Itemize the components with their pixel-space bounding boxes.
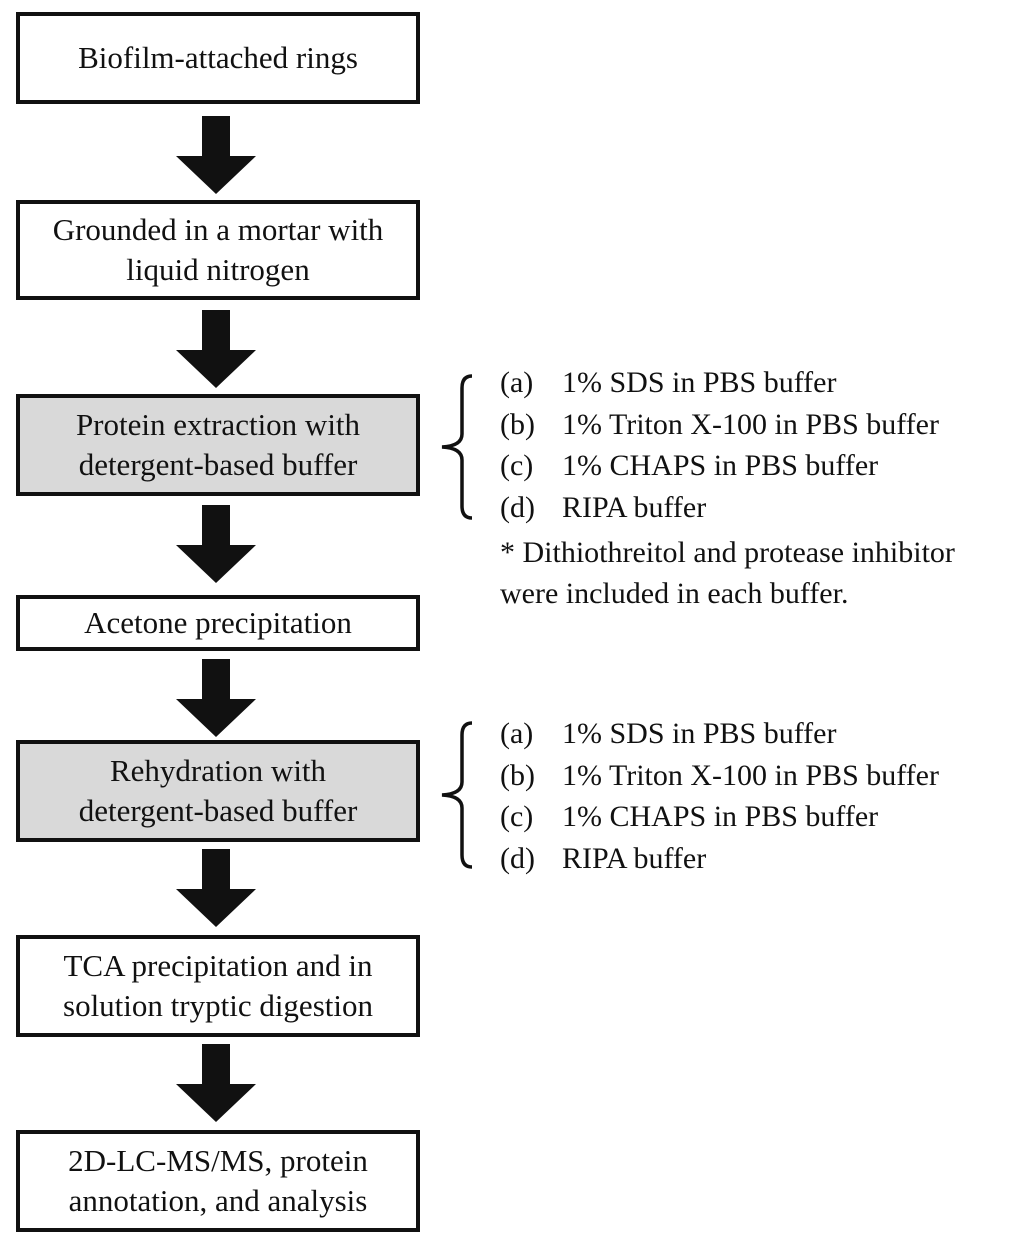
option-key: (b): [500, 407, 535, 441]
option-text: 1% CHAPS in PBS buffer: [562, 449, 879, 482]
step-label-line: Biofilm-attached rings: [78, 40, 358, 75]
footnote-line: * Dithiothreitol and protease inhibitor: [500, 536, 955, 569]
step-label-line: TCA precipitation and in: [63, 948, 373, 983]
option-key: (a): [500, 717, 534, 750]
step-acetone-precipitation: Acetone precipitation: [16, 595, 420, 651]
left-brace-icon: [441, 374, 473, 520]
step-label-line: Rehydration with: [109, 753, 327, 788]
option-text: RIPA buffer: [562, 841, 707, 875]
option-key: (d): [500, 841, 535, 875]
option-text: 1% Triton X-100 in PBS buffer: [562, 407, 939, 441]
option-key: (c): [500, 800, 534, 833]
down-arrow-icon: [176, 659, 256, 737]
left-brace-icon: [441, 721, 473, 869]
list-item: (d) RIPA buffer: [500, 838, 939, 880]
down-arrow-icon: [176, 1044, 256, 1122]
step-label-line: Protein extraction with: [75, 407, 361, 442]
list-item: (b) 1% Triton X-100 in PBS buffer: [500, 755, 939, 797]
step-tca-precipitation: TCA precipitation and in solution trypti…: [16, 935, 420, 1037]
step-label-line: detergent-based buffer: [78, 793, 358, 828]
step-label-line: 2D-LC-MS/MS, protein: [68, 1143, 368, 1178]
option-key: (a): [500, 366, 534, 399]
option-key: (d): [500, 490, 535, 524]
option-text: 1% SDS in PBS buffer: [562, 366, 837, 399]
step-biofilm-attached-rings: Biofilm-attached rings: [16, 12, 420, 104]
down-arrow-icon: [176, 116, 256, 194]
footnote-line: were included in each buffer.: [500, 577, 849, 610]
buffer-footnote: * Dithiothreitol and protease inhibitor …: [500, 532, 955, 614]
down-arrow-icon: [176, 849, 256, 927]
step-label-line: detergent-based buffer: [78, 447, 358, 482]
step-label-line: annotation, and analysis: [68, 1183, 368, 1218]
list-item: (c) 1% CHAPS in PBS buffer: [500, 796, 939, 838]
list-item: (c) 1% CHAPS in PBS buffer: [500, 445, 939, 487]
rehydration-options-list: (a) 1% SDS in PBS buffer (b) 1% Triton X-1…: [500, 713, 939, 879]
list-item: (a) 1% SDS in PBS buffer: [500, 362, 939, 404]
step-grounded-in-mortar: Grounded in a mortar with liquid nitroge…: [16, 200, 420, 300]
step-rehydration: Rehydration with detergent-based buffer: [16, 740, 420, 842]
step-2d-lc-ms-analysis: 2D-LC-MS/MS, protein annotation, and ana…: [16, 1130, 420, 1232]
step-label-line: Acetone precipitation: [84, 605, 352, 640]
down-arrow-icon: [176, 505, 256, 583]
option-text: RIPA buffer: [562, 490, 707, 524]
extraction-options-list: (a) 1% SDS in PBS buffer (b) 1% Triton X-1…: [500, 362, 939, 528]
option-text: 1% CHAPS in PBS buffer: [562, 800, 879, 833]
down-arrow-icon: [176, 310, 256, 388]
option-text: 1% Triton X-100 in PBS buffer: [562, 758, 939, 792]
step-protein-extraction: Protein extraction with detergent-based …: [16, 394, 420, 496]
option-text: 1% SDS in PBS buffer: [562, 717, 837, 750]
step-label-line: solution tryptic digestion: [63, 988, 373, 1023]
step-label-line: Grounded in a mortar with: [52, 212, 384, 247]
step-label-line: liquid nitrogen: [126, 252, 310, 287]
list-item: (a) 1% SDS in PBS buffer: [500, 713, 939, 755]
option-key: (c): [500, 449, 534, 482]
list-item: (b) 1% Triton X-100 in PBS buffer: [500, 404, 939, 446]
list-item: (d) RIPA buffer: [500, 487, 939, 529]
option-key: (b): [500, 758, 535, 792]
